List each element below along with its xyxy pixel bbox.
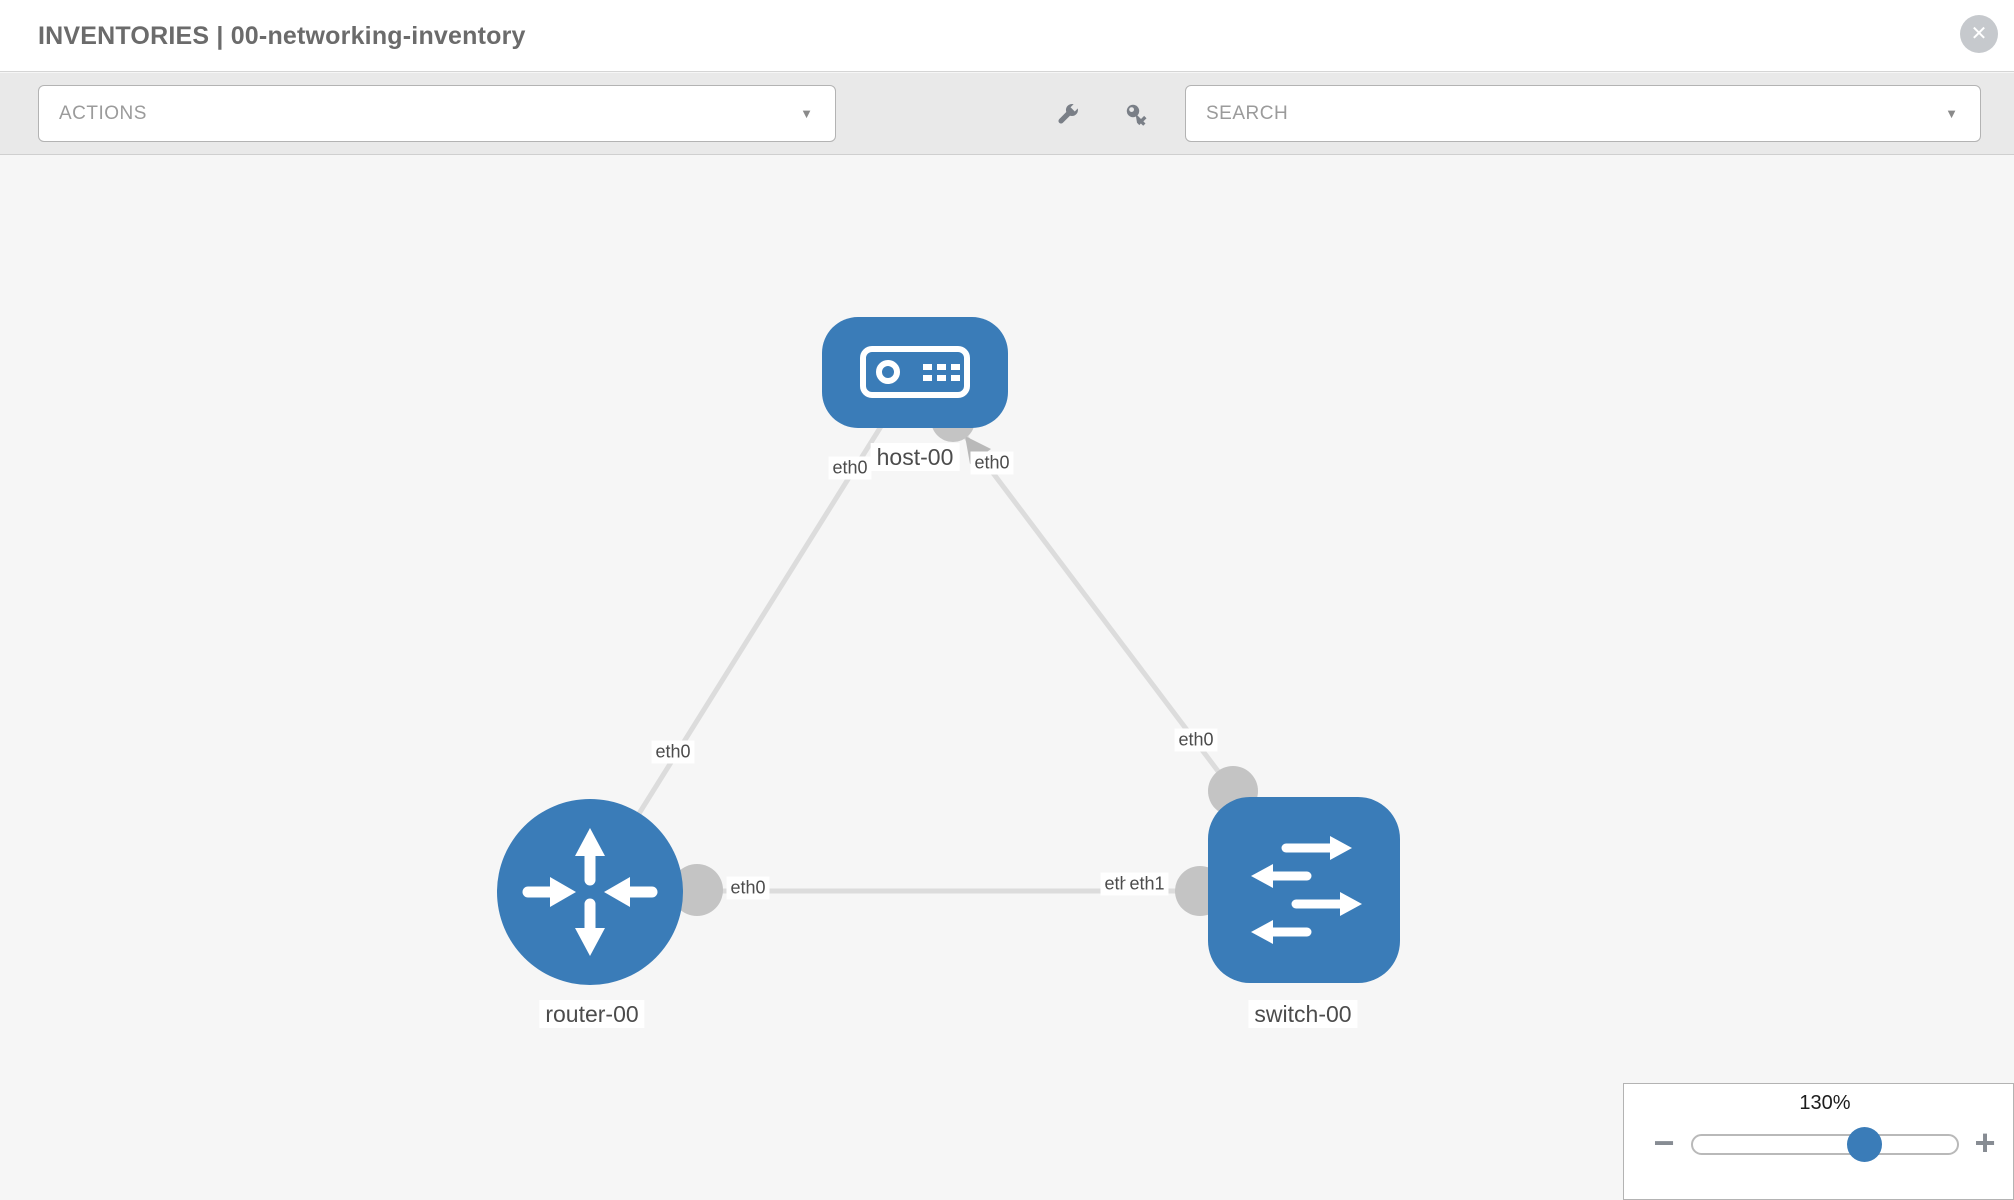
zoom-out-button[interactable]: − xyxy=(1653,1122,1675,1163)
switch-icon xyxy=(1251,836,1362,944)
interface-label: eth0 xyxy=(1174,728,1218,752)
zoom-control-panel: 130% − + xyxy=(1623,1083,2014,1200)
chevron-down-icon: ▼ xyxy=(1945,106,1958,121)
node-switch-00[interactable] xyxy=(1208,797,1400,983)
interface-label: eth0 xyxy=(726,876,770,900)
actions-dropdown[interactable]: ACTIONS ▼ xyxy=(38,85,836,142)
router-icon xyxy=(522,828,658,956)
node-host-00[interactable] xyxy=(822,317,1008,428)
interface-label: eth0 xyxy=(970,451,1014,475)
wrench-button[interactable] xyxy=(1052,100,1082,130)
topology-graph xyxy=(497,317,1400,985)
zoom-value: 130% xyxy=(1799,1092,1851,1114)
interface-label: eth0 xyxy=(651,740,695,764)
zoom-slider-track[interactable] xyxy=(1691,1134,1959,1155)
interface-label: eth0 xyxy=(828,456,872,480)
node-label-router: router-00 xyxy=(539,1000,645,1028)
zoom-slider-handle[interactable] xyxy=(1847,1127,1882,1162)
key-button[interactable] xyxy=(1122,100,1152,130)
page-title: INVENTORIES | 00-networking-inventory xyxy=(38,22,526,50)
actions-dropdown-label: ACTIONS xyxy=(59,103,147,124)
chevron-down-icon: ▼ xyxy=(800,106,813,121)
interface-label: eth1 xyxy=(1125,872,1169,896)
server-icon xyxy=(860,346,970,398)
header-bar: INVENTORIES | 00-networking-inventory ✕ xyxy=(0,0,2014,72)
search-dropdown-label: SEARCH xyxy=(1206,103,1289,124)
close-button[interactable]: ✕ xyxy=(1960,15,1998,53)
wrench-icon xyxy=(1058,101,1081,124)
node-router-00[interactable] xyxy=(497,799,683,985)
key-icon xyxy=(1126,104,1147,126)
interface-connector xyxy=(671,864,723,916)
zoom-in-button[interactable]: + xyxy=(1974,1122,1996,1163)
toolbar: ACTIONS ▼ SEARC xyxy=(0,73,2014,155)
node-label-switch: switch-00 xyxy=(1248,1000,1358,1028)
close-icon: ✕ xyxy=(1970,23,1988,45)
topology-canvas[interactable]: host-00 eth0 eth0 eth0 eth0 eth0 eth0 et… xyxy=(0,156,2014,1200)
node-label-host: host-00 xyxy=(870,443,960,471)
search-dropdown[interactable]: SEARCH ▼ xyxy=(1185,85,1981,142)
